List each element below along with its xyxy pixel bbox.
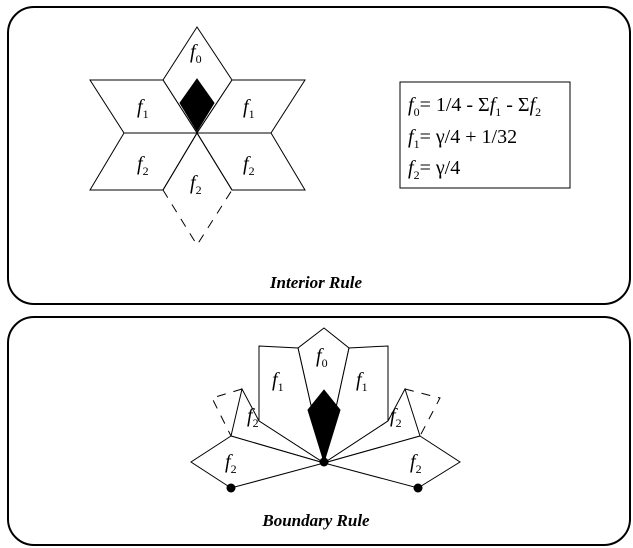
dashed-right (404, 388, 441, 437)
svg-text:f2: f2 (247, 405, 259, 430)
svg-text:f1: f1 (243, 96, 255, 121)
svg-text:f2: f2 (190, 172, 202, 197)
svg-text:f2: f2 (410, 451, 422, 476)
equation-box-frame (399, 81, 571, 189)
label-f2-right: f2 (243, 153, 255, 178)
label-f1-left: f1 (137, 96, 149, 121)
label-f0: f0 (190, 41, 202, 66)
rhombus-f2-bottom-dashed (162, 189, 233, 246)
label-f2-left-lower: f2 (225, 451, 237, 476)
svg-text:f2: f2 (137, 153, 149, 178)
central-filled-rhombus (179, 78, 215, 132)
equation-f2: f2= γ/4 (408, 157, 460, 182)
svg-text:f1: f1 (272, 369, 284, 394)
label-f2-bottom: f2 (190, 172, 202, 197)
vertex-dot-right (413, 483, 423, 493)
label-f2-left: f2 (137, 153, 149, 178)
boundary-rule-panel: f0 f1 f1 f2 f2 f2 f2 Boundary Rule (7, 316, 631, 546)
rhombus-f2-bottom-edges (162, 132, 233, 191)
dashed-left (211, 388, 243, 437)
label-f2-left-upper: f2 (247, 405, 259, 430)
vertex-dot-center (319, 457, 329, 467)
svg-text:f2: f2 (243, 153, 255, 178)
label-f1-left: f1 (272, 369, 284, 394)
equation-f0: f0= 1/4 - Σf1 - Σf2 (408, 94, 541, 119)
label-f2-right-lower: f2 (410, 451, 422, 476)
equation-box: f0= 1/4 - Σf1 - Σf2 f1= γ/4 + 1/32 f2= γ… (399, 81, 571, 189)
label-f1-right: f1 (243, 96, 255, 121)
label-f0: f0 (316, 345, 328, 370)
equation-f1: f1= γ/4 + 1/32 (408, 126, 517, 151)
interior-rule-panel: f0 f1 f1 f2 f2 f2 f0= 1/4 - Σf1 - Σf2 f1… (7, 6, 631, 305)
label-f2-right-upper: f2 (390, 405, 402, 430)
vertex-dot-left (226, 483, 236, 493)
svg-text:f0: f0 (316, 345, 328, 370)
label-f1-right: f1 (356, 369, 368, 394)
svg-text:f1: f1 (356, 369, 368, 394)
boundary-rule-caption: Boundary Rule (261, 511, 370, 530)
svg-text:f0: f0 (190, 41, 202, 66)
interior-rule-caption: Interior Rule (269, 273, 363, 292)
svg-text:f2: f2 (390, 405, 402, 430)
svg-text:f2: f2 (225, 451, 237, 476)
svg-text:f1: f1 (137, 96, 149, 121)
